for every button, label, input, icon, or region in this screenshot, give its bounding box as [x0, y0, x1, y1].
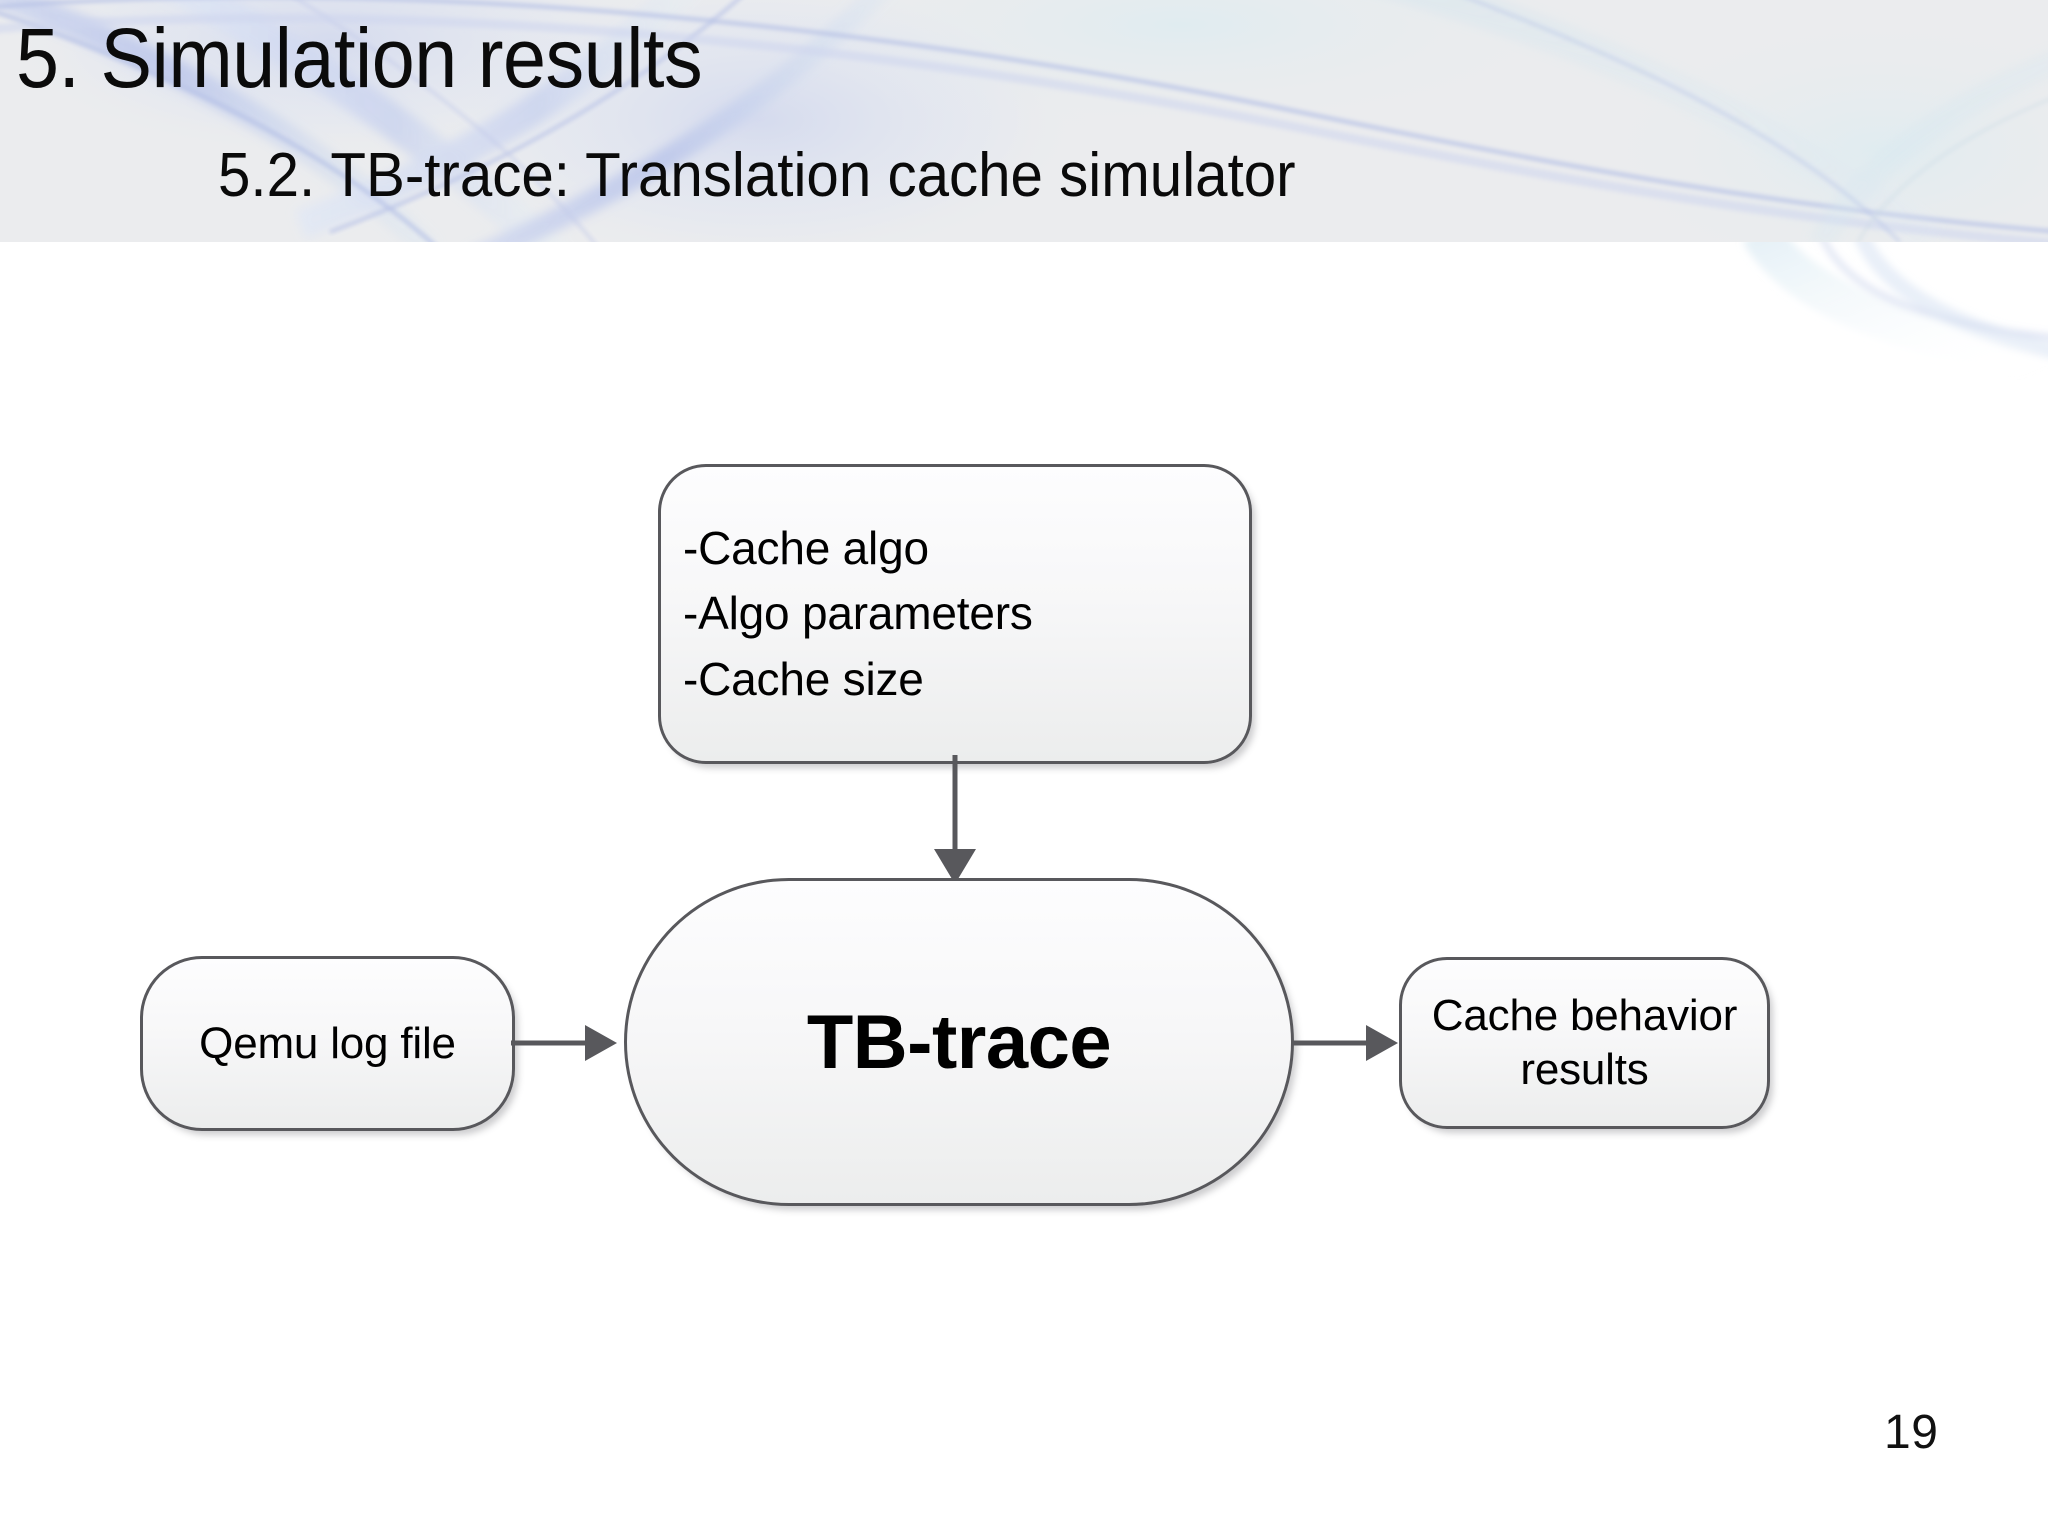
- results-line-1: Cache behavior: [1431, 991, 1738, 1041]
- diagram-node-cache-behavior-results[interactable]: Cache behavior results: [1399, 957, 1770, 1129]
- results-label-group: Cache behavior results: [1431, 989, 1738, 1096]
- params-line-3: -Cache size: [683, 652, 924, 705]
- wave-overflow-icon: [1742, 242, 2048, 381]
- params-line-2: -Algo parameters: [683, 587, 1033, 640]
- page-number: 19: [1884, 1406, 1939, 1459]
- params-line-1: -Cache algo: [683, 522, 929, 575]
- arrow-qemu-to-tbtrace: [511, 1025, 617, 1061]
- arrow-params-to-tbtrace: [934, 755, 976, 884]
- page-title: 5. Simulation results: [16, 11, 703, 105]
- diagram-node-qemu-log-file[interactable]: Qemu log file: [140, 956, 515, 1131]
- diagram-node-params[interactable]: -Cache algo -Algo parameters -Cache size: [658, 464, 1252, 764]
- results-line-2: results: [1520, 1045, 1649, 1094]
- params-line-group: -Cache algo -Algo parameters -Cache size: [661, 516, 1033, 712]
- diagram-node-tbtrace[interactable]: TB-trace: [624, 878, 1294, 1206]
- qemu-label: Qemu log file: [199, 1018, 456, 1068]
- tbtrace-label: TB-trace: [806, 999, 1112, 1085]
- arrow-tbtrace-to-results: [1292, 1025, 1398, 1061]
- page-subtitle: 5.2. TB-trace: Translation cache simulat…: [218, 141, 1296, 210]
- header-wave-overflow: [0, 242, 2048, 442]
